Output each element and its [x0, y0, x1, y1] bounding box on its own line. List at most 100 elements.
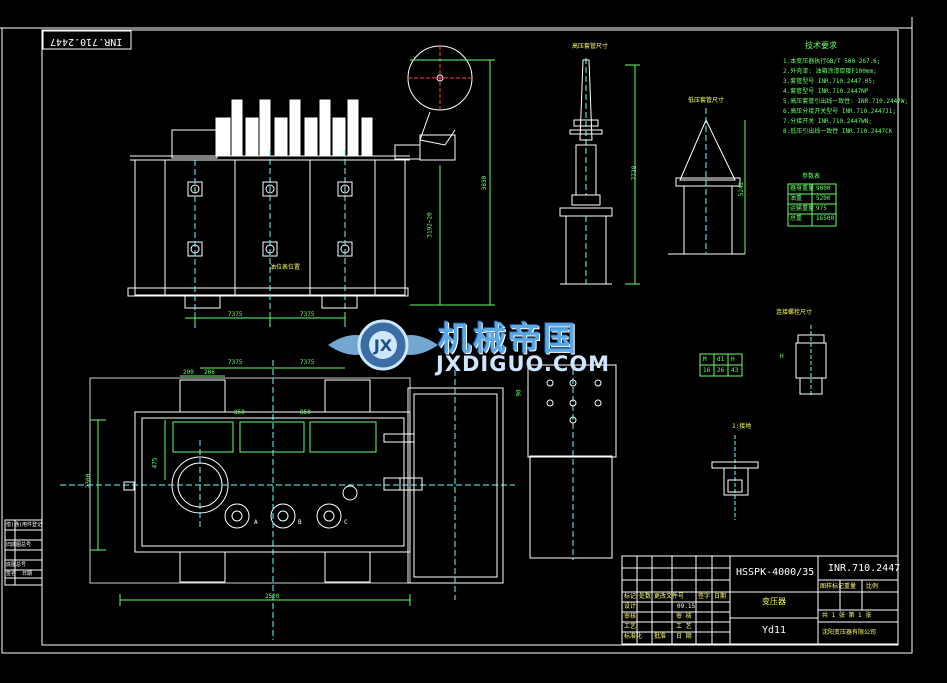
left-block-text: 底图总号: [6, 562, 27, 568]
hv-bushing-label: 高压套管尺寸: [572, 43, 609, 50]
lv-bushing-label: 低压套管尺寸: [688, 97, 725, 104]
dim-7375: 7375: [228, 311, 243, 318]
tb-row-label: 处数: [639, 593, 652, 600]
tb-row-label: 签字: [698, 593, 711, 600]
drawing-number-rotated: INR.710.2447: [50, 36, 123, 47]
outer-frame: [1, 27, 913, 654]
dim-7375: 7375: [300, 359, 315, 366]
tech-req-item: 7.分接开关 INR.710.2447WN;: [783, 118, 873, 125]
tb-row-label: 审核: [624, 613, 637, 620]
tb-approval: 日 期: [676, 633, 692, 640]
dim-h: H: [780, 353, 784, 360]
param-cell: 运输重量: [790, 205, 815, 212]
left-block-text: 日期: [22, 571, 33, 577]
left-block-text: 借(通)用件登记: [6, 522, 43, 528]
tb-row-label: 标准化: [624, 633, 643, 640]
param-cell: 总重: [790, 215, 803, 222]
dim-7375: 7375: [228, 359, 243, 366]
tb-row-label: 工艺: [624, 623, 637, 630]
dims-front: [185, 59, 495, 324]
drawing-number: INR.710.2447: [828, 563, 901, 574]
ground-detail: [711, 435, 759, 520]
lv-terminals-top: [172, 421, 377, 453]
dim-850: 850: [300, 409, 311, 416]
tech-req-title: 技术要求: [805, 41, 837, 50]
hv-bushing-detail: [559, 58, 613, 285]
param-cell: 5200: [816, 195, 831, 202]
weight-label: 重量: [844, 583, 857, 590]
phase-b-label: B: [298, 519, 302, 526]
bolt-cell: H: [731, 356, 735, 363]
tech-req-item: 5.高压套管引出线一致性: INR.710.2447W;: [783, 98, 909, 105]
tb-row-label: 标记: [624, 593, 637, 600]
left-block-text: 签名: [6, 571, 17, 577]
tech-req-item: 4.套管型号 INR.710.2447NP: [783, 88, 869, 95]
bolt-cell: d1: [717, 356, 725, 363]
sheet-label: 共 1 张 第 1 张: [822, 612, 872, 619]
param-cell: 油重: [790, 195, 803, 202]
dim-2520: 2520: [265, 593, 280, 600]
dim-475: 475: [151, 457, 159, 469]
tb-approval: 审 核: [676, 613, 692, 620]
left-block-text: 旧底图总号: [6, 542, 32, 548]
company-name: 沈阳变压器有限公司: [822, 629, 877, 636]
stage-label: 图样标记: [820, 583, 845, 590]
dim-7375: 7375: [300, 311, 315, 318]
centerlines-front: [194, 150, 346, 330]
dim-3830: 3830: [481, 175, 489, 191]
tech-req-item: 1.本变压器执行GB/T 500 267.6;: [783, 58, 881, 65]
tech-req-item: 6.高压分接开关型号 INR.710.2447J1;: [783, 108, 897, 115]
svg-text:JX: JX: [373, 336, 393, 355]
dim-850: 850: [234, 409, 245, 416]
inner-frame: [41, 29, 899, 646]
watermark-en: JXDIGUO.COM: [436, 352, 611, 376]
tb-row-label: 更改文件号: [654, 593, 685, 600]
param-cell: 器身重量: [790, 185, 815, 192]
bolt-table: [699, 353, 743, 377]
tech-req-item: 3.套管型号 INR.710.2447.05;: [783, 78, 876, 85]
date-value: 09.15: [677, 603, 696, 610]
bolt-cell: 26: [717, 367, 725, 374]
param-table-grid: [787, 183, 837, 227]
scale-label: 比例: [866, 583, 879, 590]
bolt-cell: 16: [703, 367, 711, 374]
bolt-cell: 43: [731, 367, 739, 374]
product-name: 变压器: [762, 597, 786, 606]
bolt-detail-label: 连接螺栓尺寸: [776, 309, 813, 316]
gear-icon: JX: [328, 319, 438, 371]
bushings-front: [215, 99, 373, 157]
left-registration-block: [4, 519, 43, 586]
rotated-number-box: [42, 30, 132, 50]
dim-90: 90: [515, 389, 523, 397]
watermark-logo: JX 机械帝国 JXDIGUO.COM: [328, 310, 628, 380]
tb-row-label: 设计: [624, 603, 637, 610]
ground-detail-label: 1:接地: [732, 423, 752, 430]
mounting-plate: [527, 360, 617, 560]
param-cell: 16500: [816, 215, 835, 222]
watermark-cn: 机械帝国: [438, 319, 578, 358]
tech-req-item: 2.外壳漆: 油箱涂漆厚度F100mm;: [783, 68, 877, 75]
phase-c-label: C: [344, 519, 348, 526]
param-cell: 9000: [816, 185, 831, 192]
conservator: [394, 45, 473, 161]
side-view: [399, 370, 504, 600]
dim-200: 200: [183, 369, 194, 376]
dim-5242: 5242: [738, 181, 746, 197]
tech-req-list: 1.本变压器执行GB/T 500 267.6; 2.外壳漆: 油箱涂漆厚度F10…: [783, 57, 908, 137]
oil-gauge-label: 油位表位置: [270, 264, 301, 271]
bolt-cell: M: [703, 356, 707, 363]
dims-top: [90, 367, 411, 606]
connection-group: Yd11: [762, 625, 787, 636]
lv-bushing-detail: [668, 108, 745, 255]
tech-req-item: 8.低压引出线一致性 INR.710.2447CK: [783, 128, 893, 135]
dim-3192: 3192~20: [426, 212, 434, 238]
title-block: [621, 555, 899, 645]
tb-approval: 工 艺: [676, 623, 692, 630]
param-table-title: 参数表: [802, 173, 821, 180]
param-cell: 975: [816, 205, 827, 212]
tb-row-label: 日期: [714, 593, 727, 600]
dim-7738: 7738: [631, 165, 639, 181]
product-model: HSSPK-4000/35: [736, 567, 815, 578]
phase-a-label: A: [254, 519, 258, 526]
